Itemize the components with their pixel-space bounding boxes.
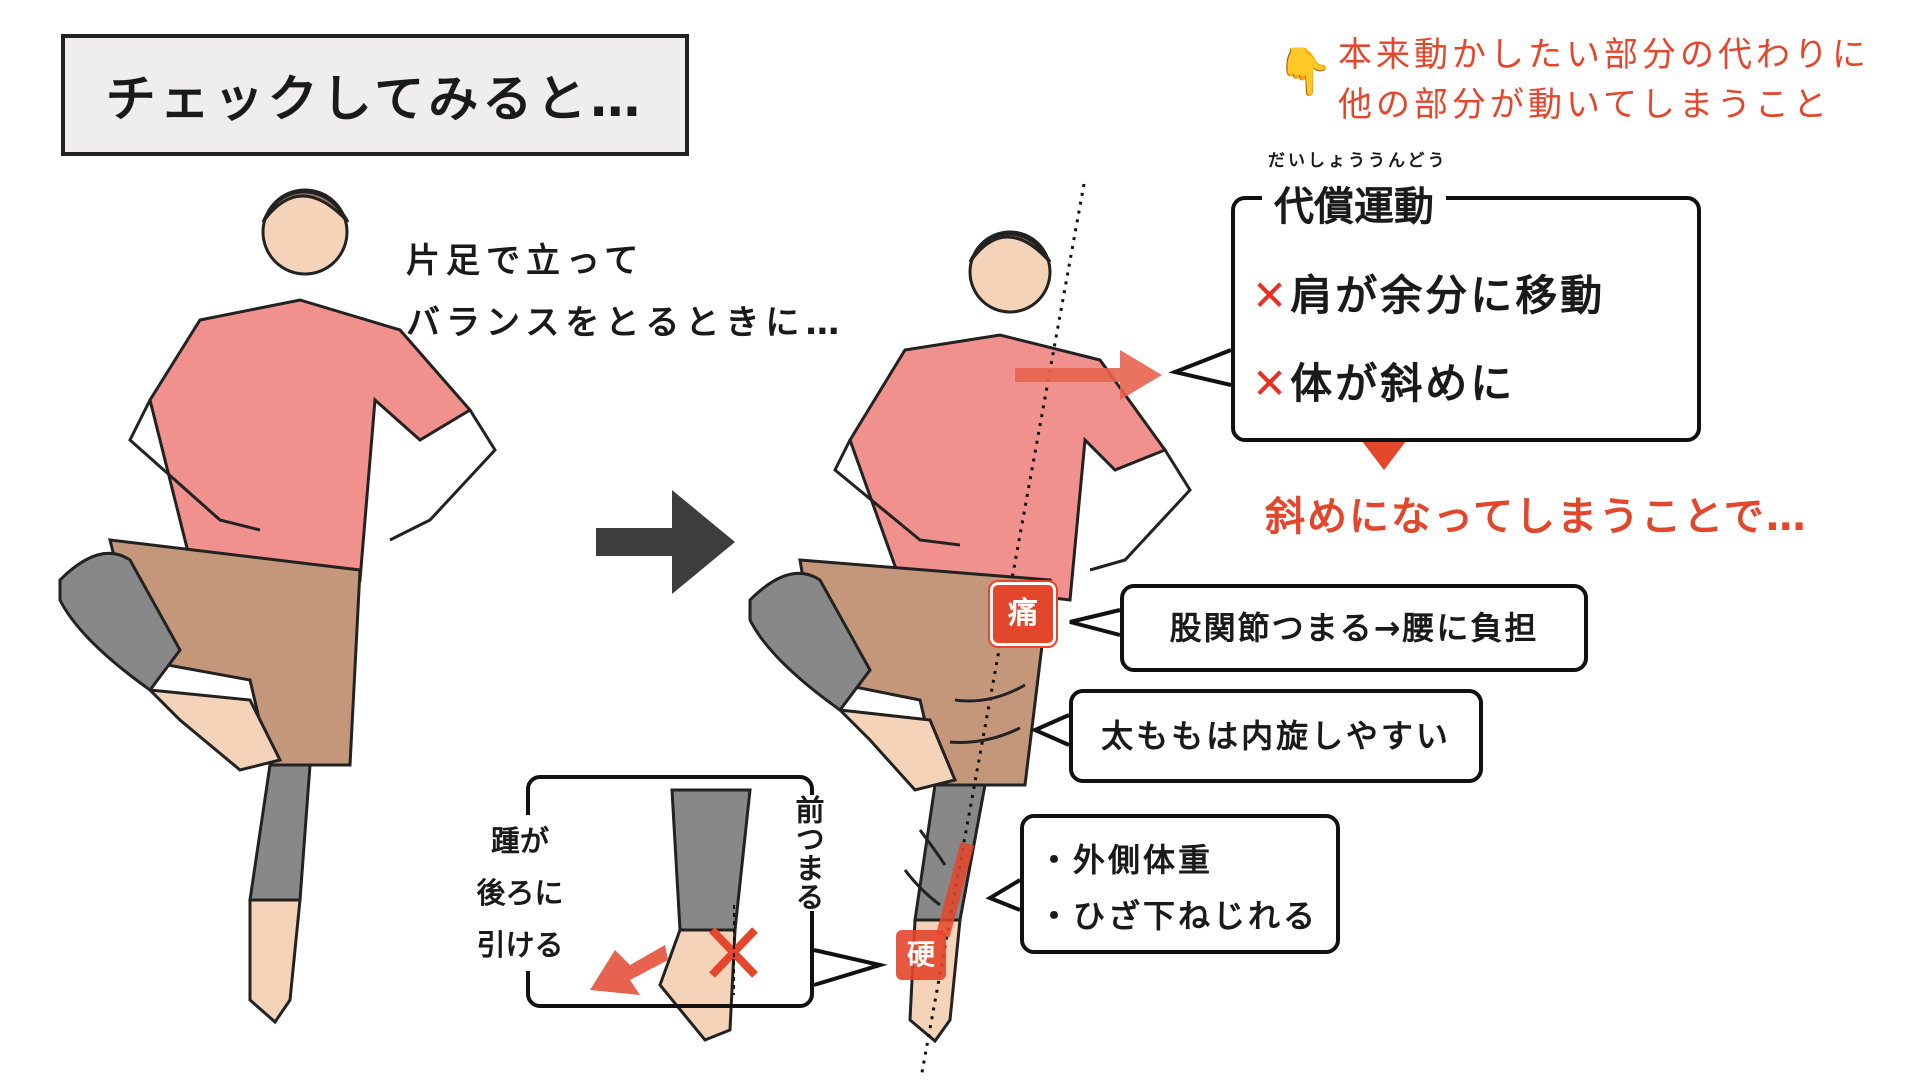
heel-label-line: 踵が bbox=[490, 824, 549, 858]
heel-label-line: 引ける bbox=[476, 928, 564, 962]
pain-badge: 痛 bbox=[988, 580, 1058, 648]
definition-note: 本来動かしたい部分の代わりに 他の部分が動いてしまうこと bbox=[1338, 30, 1870, 130]
stiff-shin-marker bbox=[936, 841, 975, 938]
heel-label-line: 後ろに bbox=[476, 876, 564, 910]
transition-arrow-icon bbox=[596, 490, 735, 594]
heel-back-arrow-icon bbox=[590, 945, 668, 995]
note-line-2: 他の部分が動いてしまうこと bbox=[1338, 85, 1831, 125]
result-text: 斜めになってしまうことで… bbox=[1265, 494, 1808, 540]
caption-line-1: 片足で立って bbox=[406, 241, 645, 281]
situation-caption: 片足で立って バランスをとるときに… bbox=[406, 230, 845, 354]
result-down-arrow-icon bbox=[1358, 436, 1410, 470]
cross-icon: ✕ bbox=[1252, 271, 1291, 320]
hip-callout: 股関節つまる→腰に負担 bbox=[1120, 584, 1588, 672]
page-title: チェックしてみると… bbox=[61, 34, 689, 156]
thigh-callout: 太ももは内旋しやすい bbox=[1069, 689, 1483, 783]
caption-line-2: バランスをとるときに… bbox=[406, 303, 846, 343]
furigana: だいしょううんどう bbox=[1268, 151, 1448, 171]
figure-before bbox=[58, 188, 497, 1025]
inward-rotation-arrows bbox=[903, 683, 1026, 907]
compensation-item: ✕体が斜めに bbox=[1252, 350, 1515, 411]
compensation-heading: 代償運動 bbox=[1262, 174, 1446, 232]
knee-callout-line: ・外側体重 bbox=[1038, 841, 1214, 879]
front-pinch-label: 前つまる bbox=[790, 795, 826, 911]
compensation-box bbox=[1231, 196, 1701, 442]
pointing-hand-icon: 👇 bbox=[1276, 44, 1334, 98]
heel-label: 踵が 後ろに 引ける bbox=[470, 815, 570, 971]
callout-tails bbox=[813, 348, 1232, 987]
cross-icon: ✕ bbox=[1252, 359, 1291, 408]
knee-callout-line: ・ひざ下ねじれる bbox=[1038, 897, 1319, 935]
knee-callout: ・外側体重 ・ひざ下ねじれる bbox=[1020, 814, 1340, 954]
inset-leg bbox=[658, 788, 752, 1042]
item-text: 肩が余分に移動 bbox=[1290, 271, 1606, 320]
shift-arrow-icon bbox=[1015, 350, 1162, 400]
inset-cross-icon bbox=[709, 927, 758, 978]
note-line-1: 本来動かしたい部分の代わりに bbox=[1338, 35, 1870, 75]
item-text: 体が斜めに bbox=[1290, 359, 1516, 408]
stiff-badge: 硬 bbox=[896, 930, 946, 980]
figure-compensating bbox=[748, 230, 1192, 1044]
compensation-item: ✕肩が余分に移動 bbox=[1252, 262, 1605, 323]
